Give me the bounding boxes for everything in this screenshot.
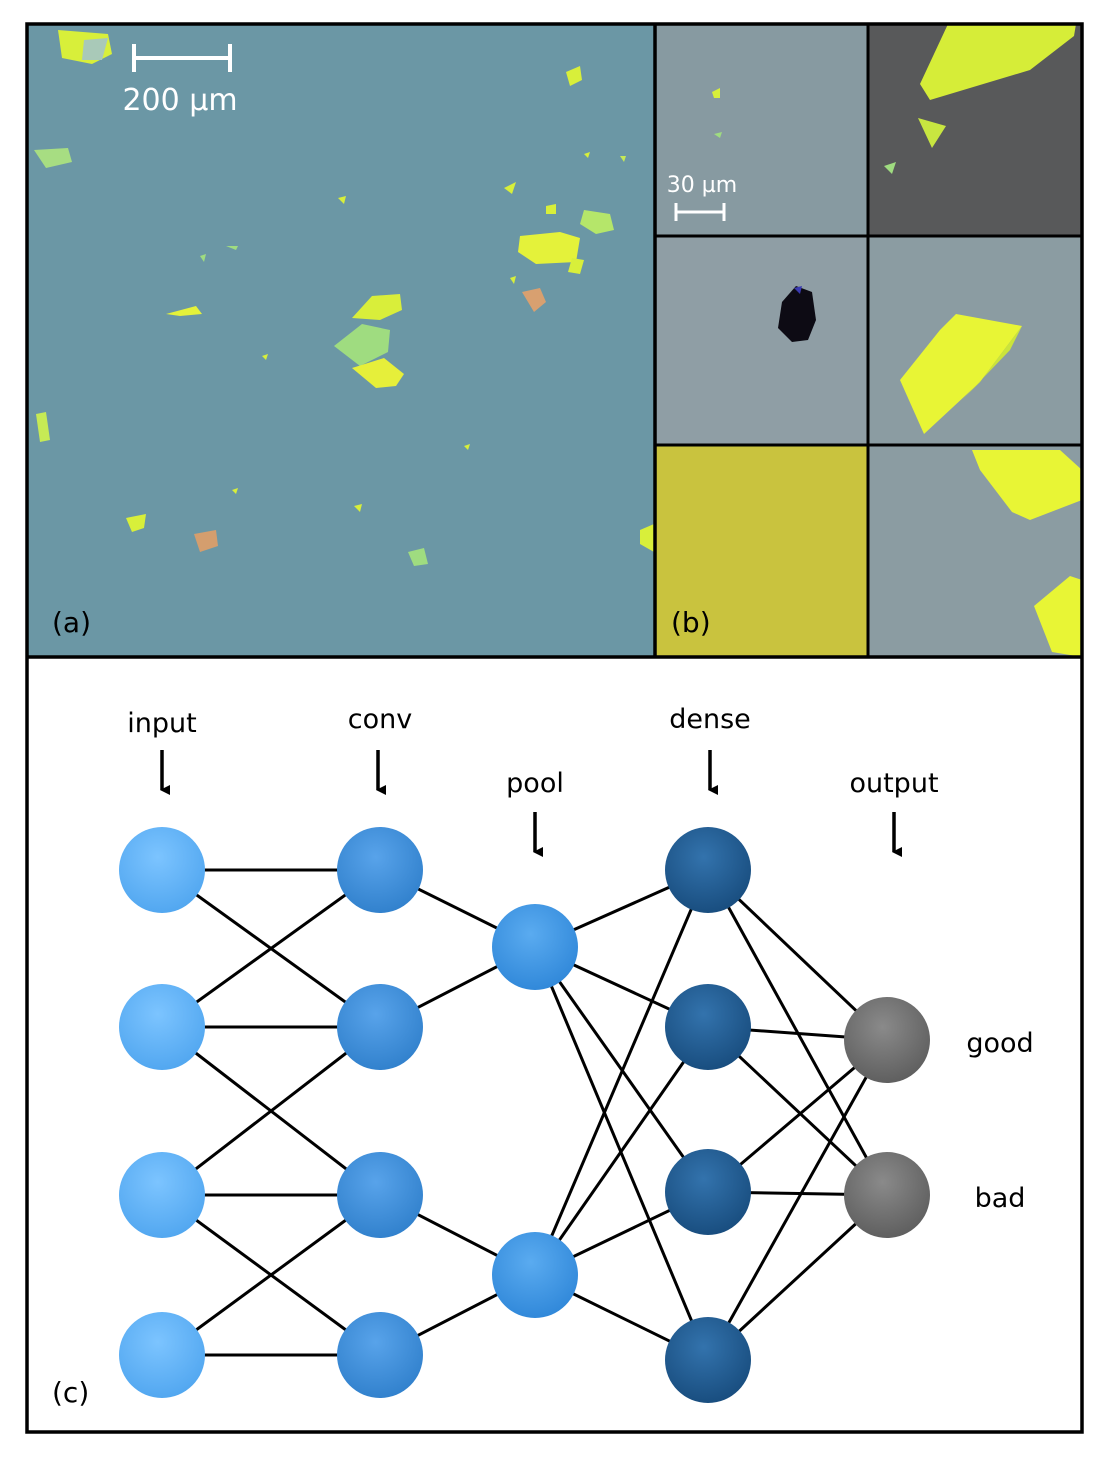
- input-node-4: [119, 1312, 205, 1398]
- conv-node-1: [337, 827, 423, 913]
- layer-arrows: [160, 750, 902, 857]
- tile-1: [655, 24, 868, 236]
- figure-frame: [25, 22, 1084, 1434]
- layer-label-pool: pool: [506, 768, 564, 799]
- tile-dividers: [655, 24, 1082, 657]
- input-node-3: [119, 1152, 205, 1238]
- dense-node-3: [665, 1149, 751, 1235]
- pool-node-1: [492, 904, 578, 990]
- layer-label-output: output: [849, 768, 938, 799]
- dense-node-4: [665, 1317, 751, 1403]
- layer-labels: input conv pool dense output: [127, 704, 938, 799]
- conv-node-2: [337, 984, 423, 1070]
- scalebar-a: 200 µm: [122, 44, 238, 118]
- panel-b-tiles: 30 µm (b): [655, 24, 1082, 657]
- flakes-a: [34, 30, 654, 566]
- conv-node-4: [337, 1312, 423, 1398]
- dense-node-2: [665, 984, 751, 1070]
- dense-node-1: [665, 827, 751, 913]
- input-node-2: [119, 984, 205, 1070]
- tile-5: [655, 445, 868, 657]
- nodes: [119, 827, 930, 1403]
- panel-a-label: (a): [52, 606, 91, 639]
- input-node-1: [119, 827, 205, 913]
- scalebar-b-label: 30 µm: [667, 173, 737, 198]
- layer-label-conv: conv: [348, 704, 412, 735]
- panel-c-network: input conv pool dense output good bad (c…: [27, 657, 1082, 1432]
- output-node-good: [844, 997, 930, 1083]
- layer-label-dense: dense: [669, 704, 751, 735]
- layer-label-input: input: [127, 708, 196, 739]
- scalebar-a-label: 200 µm: [122, 83, 237, 118]
- panel-a-micrograph: 200 µm (a): [27, 24, 655, 657]
- output-label-bad: bad: [975, 1183, 1026, 1214]
- output-node-bad: [844, 1152, 930, 1238]
- output-label-good: good: [966, 1028, 1033, 1059]
- panel-b-label: (b): [671, 606, 711, 639]
- tile-3: [655, 236, 868, 445]
- conv-node-3: [337, 1152, 423, 1238]
- pool-node-2: [492, 1232, 578, 1318]
- panel-c-label: (c): [52, 1376, 89, 1409]
- scalebar-b: 30 µm: [667, 173, 737, 221]
